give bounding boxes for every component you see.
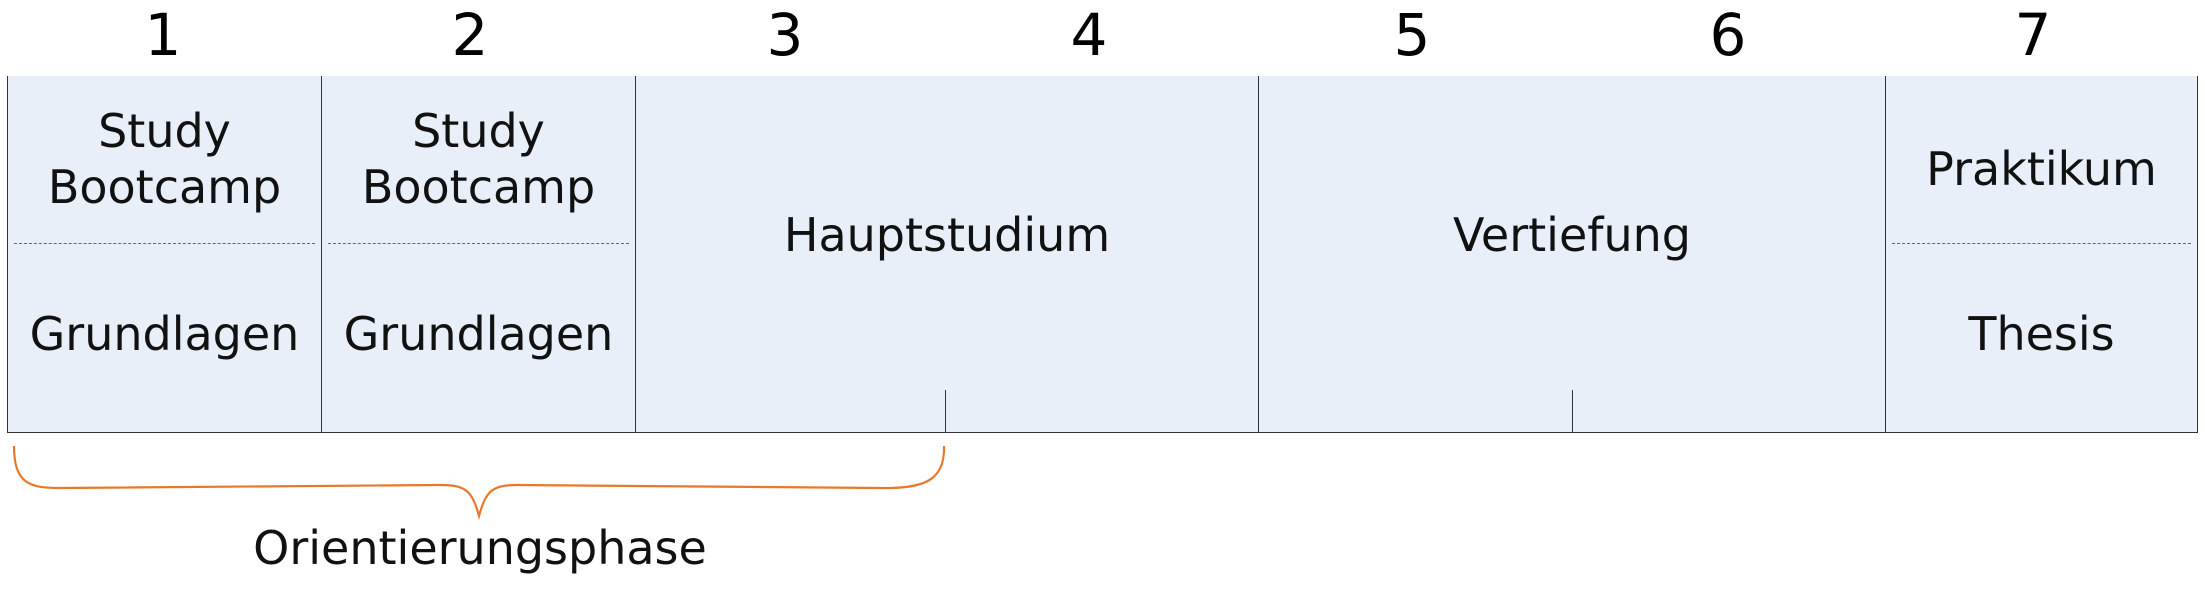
praktikum-label: Praktikum [1926,142,2157,196]
semester-2-block: Study Bootcamp Grundlagen [321,76,635,433]
semester-number-7: 7 [2014,1,2052,69]
semester-number-5: 5 [1393,1,1431,69]
orientierungsphase-label: Orientierungsphase [253,521,707,575]
hauptstudium-label: Hauptstudium [783,208,1111,262]
semester-5-6-tick [1572,390,1573,433]
semester-5-6-block: Vertiefung [1258,76,1885,433]
semester-number-1: 1 [144,1,182,69]
semester-1-divider [14,243,315,244]
semester-1-top-label: Study Bootcamp [47,104,282,214]
semester-3-4-tick [945,390,946,433]
semester-number-4: 4 [1070,1,1108,69]
semester-1-bottom-label: Grundlagen [29,307,300,361]
semester-2-divider [328,243,629,244]
thesis-label: Thesis [1968,307,2115,361]
semester-7-divider [1892,243,2191,244]
semester-7-block: Praktikum Thesis [1885,76,2198,433]
semester-2-top-label: Study Bootcamp [361,104,596,214]
semester-2-bottom-label: Grundlagen [343,307,614,361]
semester-3-4-block: Hauptstudium [635,76,1258,433]
vertiefung-label: Vertiefung [1453,208,1691,262]
semester-number-2: 2 [451,1,489,69]
semester-1-block: Study Bootcamp Grundlagen [7,76,321,433]
semester-number-6: 6 [1709,1,1747,69]
semester-number-3: 3 [766,1,804,69]
orientierungsphase-brace [12,445,946,521]
